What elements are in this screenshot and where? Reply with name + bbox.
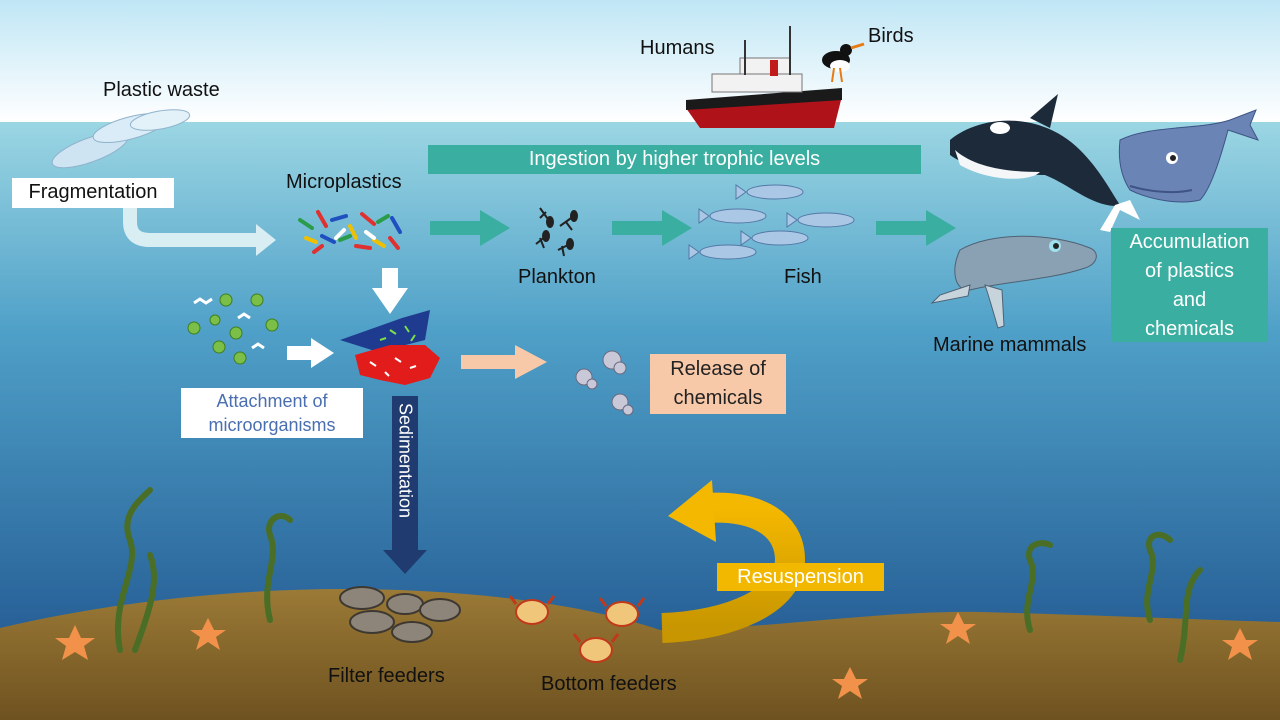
fish-label: Fish [784, 266, 822, 288]
plastic-bottles-icon [51, 109, 191, 169]
accumulation-line-3: and [1172, 289, 1207, 311]
attachment-line-2: microorganisms [208, 415, 336, 435]
fish-icon [688, 184, 855, 260]
seaweed-icon [114, 487, 1203, 663]
attachment-line-1: Attachment of [216, 391, 328, 411]
plastic-waste-label: Plastic waste [103, 79, 220, 101]
release-line-2: chemicals [673, 387, 763, 409]
sky [0, 0, 1280, 122]
birds-label: Birds [868, 25, 914, 47]
microplastics-icon [298, 210, 402, 254]
humans-label: Humans [640, 37, 715, 59]
accumulation-label: Accumulation of plastics and chemicals [1111, 228, 1268, 342]
ship-icon [686, 26, 842, 128]
plankton-icon [535, 207, 578, 257]
sperm-whale-icon [1118, 109, 1260, 203]
microorganisms-icon [187, 293, 279, 365]
bottom-feeders-icon [508, 595, 646, 663]
fragmentation-arrow [123, 205, 258, 247]
food-chain-arrows [430, 210, 956, 246]
resuspension-arrow [661, 480, 806, 643]
starfish-icon [55, 612, 1258, 699]
attachment-label: Attachment of microorganisms [181, 388, 363, 438]
bird-icon [822, 42, 865, 83]
attachment-arrow [287, 338, 334, 368]
microplastics-down-arrow [372, 268, 408, 314]
plankton-label: Plankton [518, 266, 596, 288]
sedimentation-label: Sedimentation [395, 402, 416, 519]
ingestion-label: Ingestion by higher trophic levels [428, 145, 921, 174]
fragmentation-label: Fragmentation [12, 178, 174, 208]
bottom-feeders-label: Bottom feeders [541, 673, 677, 695]
filter-feeders-label: Filter feeders [328, 665, 445, 687]
microplastics-label: Microplastics [286, 171, 402, 193]
chemicals-icon [575, 350, 634, 416]
filter-feeders-icon [339, 586, 461, 643]
resuspension-label: Resuspension [717, 563, 884, 591]
sedimentation-arrow [383, 396, 427, 574]
accumulation-line-2: of plastics [1145, 260, 1234, 282]
orca-icon [950, 94, 1140, 232]
release-arrow [461, 345, 547, 379]
accumulation-line-1: Accumulation [1129, 231, 1250, 253]
accumulation-line-4: chemicals [1145, 318, 1234, 340]
biofouled-plastic-icon [340, 310, 440, 385]
release-line-1: Release of [670, 358, 766, 380]
marine-mammals-label: Marine mammals [933, 334, 1087, 356]
release-of-chemicals-label: Release of chemicals [650, 354, 786, 414]
humpback-whale-icon [930, 235, 1097, 329]
